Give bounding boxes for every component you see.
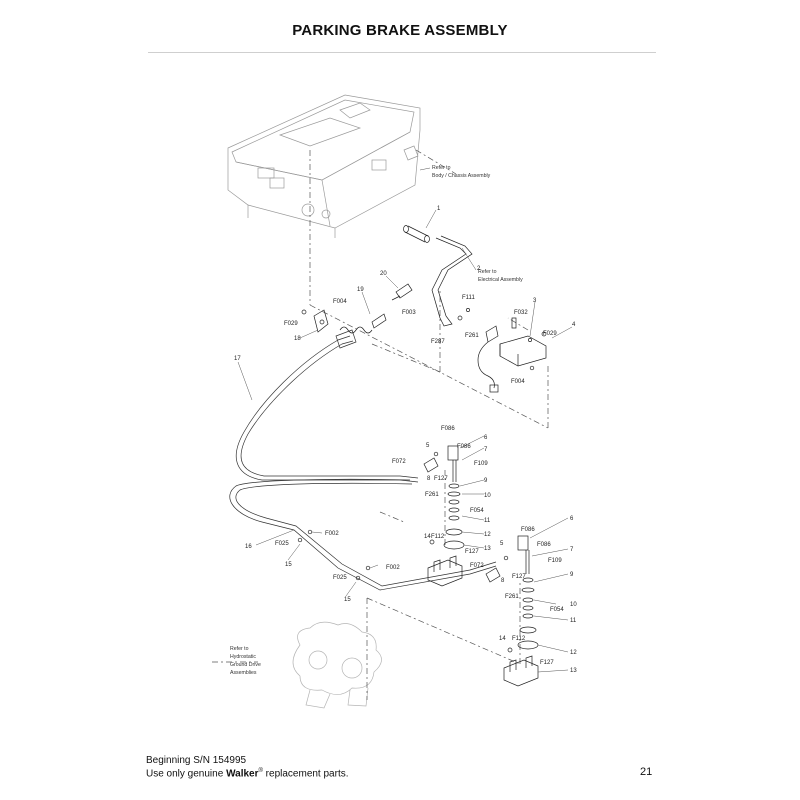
footer: Beginning S/N 154995 Use only genuine Wa… — [146, 755, 349, 779]
callout-10-b: 10 — [570, 602, 577, 608]
svg-text:Ground Drive: Ground Drive — [230, 662, 261, 668]
callout-15-a: 15 — [285, 562, 292, 568]
callout-f086-c: F086 — [521, 527, 535, 533]
callout-f109-b: F109 — [548, 558, 562, 564]
chassis-assembly — [227, 94, 421, 238]
callout-f112-a: F112 — [431, 534, 445, 540]
svg-text:Body / Chassis Assembly: Body / Chassis Assembly — [432, 173, 491, 179]
callout-f072-b: F072 — [470, 563, 484, 569]
parts-note: Use only genuine Walker® replacement par… — [146, 768, 349, 780]
callout-6-a: 6 — [484, 435, 488, 441]
callout-20: 20 — [380, 271, 387, 277]
svg-text:Refer to: Refer to — [230, 646, 249, 652]
callout-5-a: 5 — [426, 443, 430, 449]
callout-f261-b: F261 — [425, 492, 439, 498]
callout-6-b: 6 — [570, 516, 574, 522]
brake-cable-16 — [229, 478, 497, 591]
callout-4: 4 — [572, 322, 576, 328]
page-number: 21 — [640, 766, 653, 778]
svg-text:Refer to: Refer to — [432, 165, 451, 171]
callout-f025-b: F025 — [333, 575, 347, 581]
callout-f127-c: F127 — [512, 574, 526, 580]
callout-f111: F111 — [462, 295, 475, 301]
callout-10-a: 10 — [484, 493, 491, 499]
serial-note: Beginning S/N 154995 — [146, 755, 247, 766]
callout-14-a: 14 — [424, 534, 431, 540]
callout-f054-b: F054 — [550, 607, 564, 613]
callout-8-a: 8 — [427, 476, 431, 482]
page-title: PARKING BRAKE ASSEMBLY — [292, 22, 508, 39]
callout-12-b: 12 — [570, 650, 577, 656]
pivot-bracket — [313, 309, 329, 333]
note-hydrostatic: Refer to Hydrostatic Ground Drive Assemb… — [230, 646, 261, 676]
handle-grip — [403, 225, 430, 243]
callout-7-b: 7 — [570, 547, 574, 553]
callout-f004-b: F004 — [511, 379, 525, 385]
callout-3: 3 — [533, 298, 537, 304]
callout-f261-a: F261 — [465, 333, 479, 339]
caliper-stack-left — [423, 445, 465, 587]
callout-f086-a: F086 — [441, 426, 455, 432]
callout-9-a: 9 — [484, 478, 488, 484]
callout-1: 1 — [437, 206, 441, 212]
leader-lines — [237, 167, 573, 673]
callout-13-a: 13 — [484, 546, 491, 552]
callout-11-a: 11 — [484, 518, 491, 524]
return-spring — [339, 313, 387, 334]
callout-f002-b: F002 — [386, 565, 400, 571]
callout-13-b: 13 — [570, 668, 577, 674]
callout-f127-d: F127 — [540, 660, 554, 666]
caliper-stack-right — [485, 535, 539, 687]
callout-f112-b: F112 — [512, 636, 526, 642]
svg-text:Electrical Assembly: Electrical Assembly — [478, 277, 523, 283]
callout-f261-c: F261 — [505, 594, 519, 600]
switch-bracket — [499, 317, 547, 367]
callout-18: 18 — [294, 336, 301, 342]
note-electrical: Refer to Electrical Assembly — [478, 269, 523, 283]
callout-8-b: 8 — [501, 578, 505, 584]
callout-labels: 1 2 3 4 20 19 F111 F004 F003 F032 F029 F… — [234, 206, 577, 674]
callout-f004-a: F004 — [333, 299, 347, 305]
switch-harness — [477, 325, 499, 393]
callout-f072-a: F072 — [392, 459, 406, 465]
callout-f127-b: F127 — [465, 549, 479, 555]
callout-f287: F287 — [431, 339, 445, 345]
note-body-chassis: Refer to Body / Chassis Assembly — [432, 165, 491, 179]
svg-text:Assemblies: Assemblies — [230, 670, 257, 676]
callout-14-b: 14 — [499, 636, 506, 642]
svg-text:Hydrostatic: Hydrostatic — [230, 654, 256, 660]
callout-12-a: 12 — [484, 532, 491, 538]
callout-f086-d: F086 — [537, 542, 551, 548]
callout-f054-a: F054 — [470, 508, 484, 514]
callout-f032: F032 — [514, 310, 528, 316]
callout-11-b: 11 — [570, 618, 577, 624]
svg-text:Refer to: Refer to — [478, 269, 497, 275]
callout-5-b: 5 — [500, 541, 504, 547]
callout-f029-a: F029 — [284, 321, 298, 327]
callout-f109-a: F109 — [474, 461, 488, 467]
callout-f025-a: F025 — [275, 541, 289, 547]
clevis-20 — [391, 283, 413, 301]
callout-2: 2 — [477, 266, 481, 272]
callout-9-b: 9 — [570, 572, 574, 578]
callout-f002-a: F002 — [325, 531, 339, 537]
callout-f029-b: F029 — [543, 331, 557, 337]
hydro-drive-ghost — [292, 621, 382, 709]
callout-16: 16 — [245, 544, 252, 550]
callout-f127-a: F127 — [434, 476, 448, 482]
callout-7-a: 7 — [484, 447, 488, 453]
callout-17: 17 — [234, 356, 241, 362]
callout-15-b: 15 — [344, 597, 351, 603]
callout-f086-b: F086 — [457, 444, 471, 450]
brake-handle-rod — [431, 235, 473, 327]
brake-cable-17 — [235, 329, 419, 483]
callout-19: 19 — [357, 287, 364, 293]
title-rule — [148, 52, 656, 53]
callout-f003: F003 — [402, 310, 416, 316]
fasteners — [297, 308, 547, 653]
